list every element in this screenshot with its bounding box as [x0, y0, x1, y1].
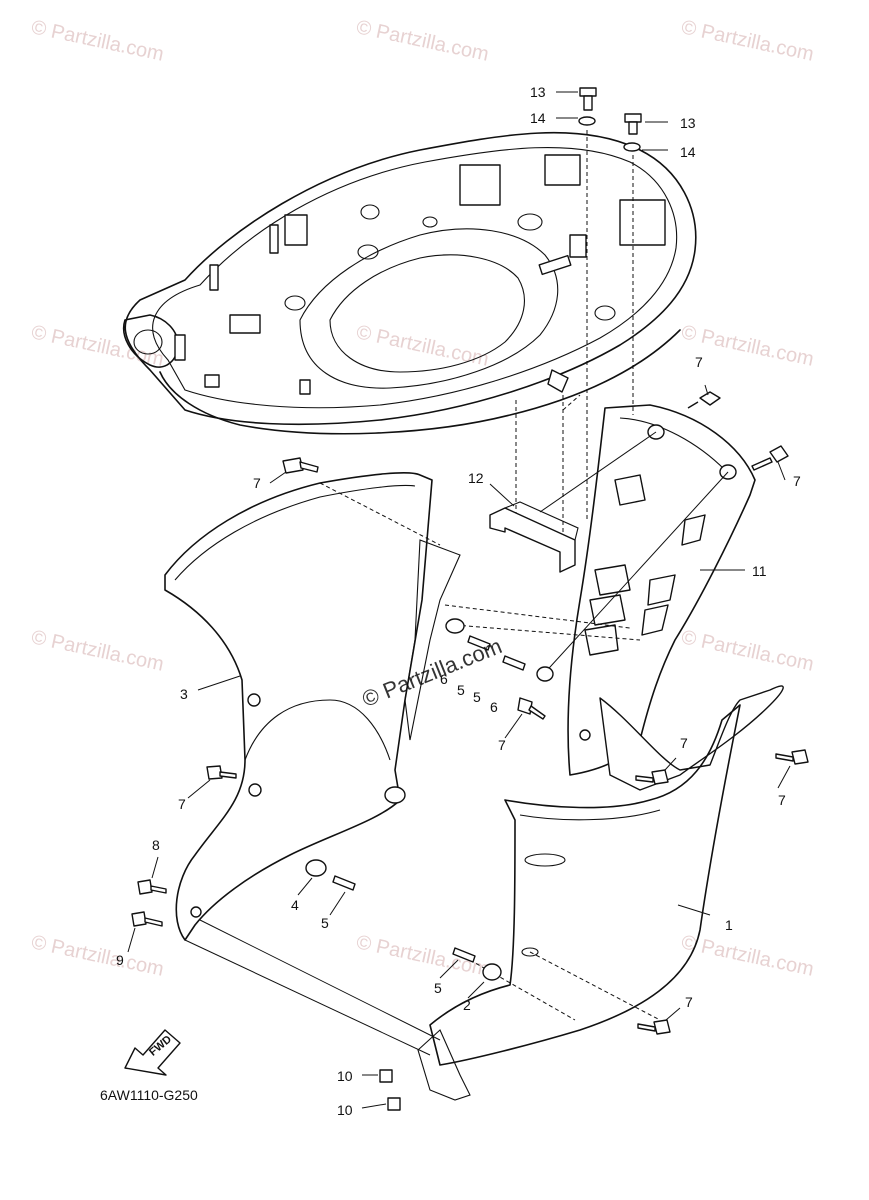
callout-13: 13: [530, 84, 546, 100]
callout-10: 10: [337, 1068, 353, 1084]
lower-cover-1: [417, 704, 741, 1101]
pin-5-b: [502, 655, 526, 671]
grommet-4: [305, 859, 327, 877]
bolt-7-e: [206, 765, 237, 780]
bolt-7-g: [775, 749, 809, 765]
right-side-cover-11: [567, 404, 784, 791]
callout-8: 8: [152, 837, 160, 853]
left-side-cover-3: [164, 472, 461, 941]
top-cowling: [123, 131, 697, 435]
grommet-6-b: [536, 666, 554, 682]
callout-7: 7: [680, 735, 688, 751]
callout-7: 7: [793, 473, 801, 489]
callout-4: 4: [291, 897, 299, 913]
grommet-2: [482, 963, 502, 981]
callout-7: 7: [685, 994, 693, 1010]
callout-14: 14: [530, 110, 546, 126]
bolt-7-h: [637, 1019, 671, 1035]
washer-14-b: [623, 142, 641, 152]
bolt-13-b: [624, 113, 642, 135]
part-code: 6AW1110-G250: [100, 1087, 198, 1103]
callout-5: 5: [457, 682, 465, 698]
bolt-13-a: [579, 87, 597, 111]
bolt-7-d: [517, 697, 546, 720]
callout-14: 14: [680, 144, 696, 160]
callout-5: 5: [321, 915, 329, 931]
callout-7: 7: [695, 354, 703, 370]
callout-3: 3: [180, 686, 188, 702]
bolt-7-c: [751, 445, 789, 471]
callout-7: 7: [498, 737, 506, 753]
bolt-7-a: [282, 457, 319, 474]
callout-2: 2: [463, 997, 471, 1013]
callout-6: 6: [490, 699, 498, 715]
callout-5: 5: [434, 980, 442, 996]
bolt-9: [131, 911, 163, 927]
bracket-12: [489, 501, 579, 573]
callout-7: 7: [778, 792, 786, 808]
nut-10-a: [379, 1069, 393, 1083]
bolt-7-f: [635, 769, 669, 785]
callout-6: 6: [440, 671, 448, 687]
callout-11: 11: [752, 563, 767, 579]
callout-10: 10: [337, 1102, 353, 1118]
pin-5-d: [452, 947, 476, 963]
washer-14-a: [578, 116, 596, 126]
bolt-7-b: [687, 391, 721, 409]
bolt-8: [137, 879, 167, 895]
grommet-6-a: [445, 618, 465, 634]
callout-1: 1: [725, 917, 733, 933]
pin-5-c: [332, 875, 356, 891]
fwd-arrow-icon: [124, 1029, 181, 1076]
callout-7: 7: [178, 796, 186, 812]
callout-12: 12: [468, 470, 484, 486]
callout-7: 7: [253, 475, 261, 491]
pin-5-a: [467, 635, 491, 651]
callout-5: 5: [473, 689, 481, 705]
callout-13: 13: [680, 115, 696, 131]
nut-10-b: [387, 1097, 401, 1111]
callout-9: 9: [116, 952, 124, 968]
